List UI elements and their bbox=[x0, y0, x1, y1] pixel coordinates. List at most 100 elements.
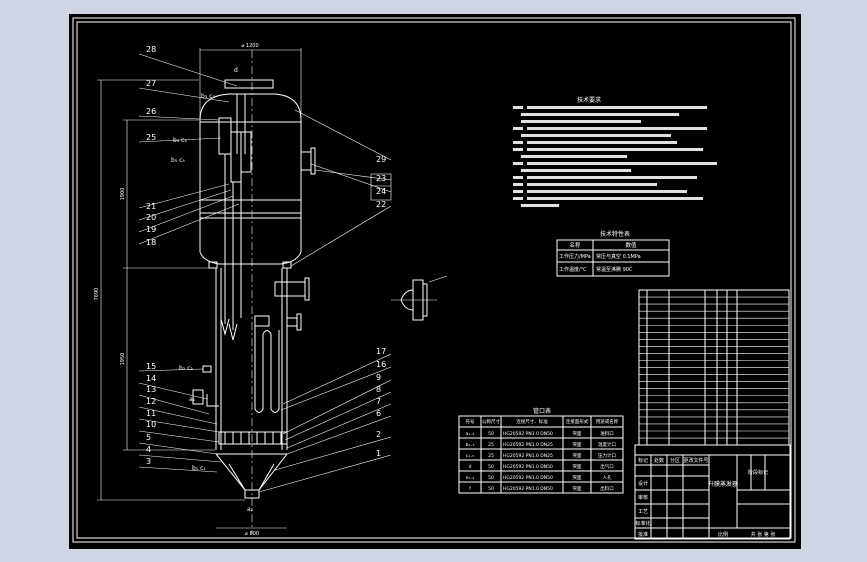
part-number: 29 bbox=[376, 155, 386, 164]
part-number: 22 bbox=[376, 200, 386, 209]
nozzle-table-header: 连接面形式 bbox=[566, 418, 589, 425]
title-block-header: 更改文件号 bbox=[683, 457, 708, 464]
bottom-cone bbox=[214, 453, 289, 491]
part-numbers-left: 28 27 26 25 21 20 19 18 15 14 13 12 11 1… bbox=[146, 45, 156, 466]
part-number: 28 bbox=[146, 45, 156, 54]
title-block-header: 处数 bbox=[654, 457, 664, 464]
nozzle-table-cell: 人孔 bbox=[603, 474, 612, 481]
part-number: 6 bbox=[376, 409, 381, 418]
design-params-table: 技术特性表 名称 数值 工作压力/MPa 常压与真空 0.1MPa 工作温度/°… bbox=[556, 230, 670, 277]
design-params-cell: 工作温度/°C bbox=[559, 266, 587, 273]
nozzle-table-cell: d bbox=[469, 464, 472, 470]
nozzle-labels: d b₃ c₃ b₄ c₄ b₅ c₅ b₂ c₂ a₁ b₁ c₁ a₂ bbox=[171, 67, 254, 513]
nozzle-label: b₃ c₃ bbox=[201, 93, 215, 100]
cad-canvas[interactable]: ⌀ 1200 ⌀ 800 7690 1900 1950 bbox=[69, 14, 801, 549]
title-block-row-label: 工艺 bbox=[638, 509, 648, 515]
engineering-drawing: ⌀ 1200 ⌀ 800 7690 1900 1950 bbox=[72, 17, 796, 543]
drawing-border-outer bbox=[72, 17, 796, 543]
part-number: 13 bbox=[146, 385, 156, 394]
title-block-row-label: 审核 bbox=[638, 494, 648, 501]
nozzle-table-cell: 突面 bbox=[573, 485, 582, 492]
dimension-lines: ⌀ 1200 ⌀ 800 7690 1900 1950 bbox=[94, 43, 302, 537]
part-number: 23 bbox=[376, 174, 386, 183]
nozzle-table-cell: 25 bbox=[488, 453, 494, 459]
part-number-boxes bbox=[370, 173, 392, 201]
nozzle-table-cell: 出料口 bbox=[600, 485, 614, 492]
nozzle-table-cell: 进料口 bbox=[600, 430, 614, 437]
nozzle-table-header: 连接尺寸、标准 bbox=[516, 418, 548, 425]
part-number: 9 bbox=[376, 373, 381, 382]
design-params-title: 技术特性表 bbox=[600, 230, 630, 238]
nozzle-table-cell: a₁₋₂ bbox=[466, 432, 475, 437]
nozzle-table-cell: HG20592 PN1.0 DN50 bbox=[503, 431, 553, 437]
part-number: 17 bbox=[376, 347, 386, 356]
nozzle-label: a₂ bbox=[247, 506, 254, 513]
title-block-row-label: 标准化 bbox=[635, 520, 650, 527]
part-number: 16 bbox=[376, 360, 386, 369]
nozzle-right-upper bbox=[300, 151, 312, 171]
nozzle-table-cell: 压力计口 bbox=[598, 452, 616, 459]
title-block-row-label: 批准 bbox=[638, 531, 648, 538]
nozzle-table-cell: 出气口 bbox=[600, 463, 614, 470]
nozzle-table-cell: 突面 bbox=[573, 430, 582, 437]
top-outlet-flange bbox=[224, 79, 274, 89]
nozzle-table-header: 用途或名称 bbox=[596, 418, 619, 425]
part-number: 10 bbox=[146, 420, 156, 429]
nozzle-table-header: 公称尺寸 bbox=[482, 418, 500, 425]
nozzle-table-cell: 突面 bbox=[573, 452, 582, 459]
nozzle-table-cell: c₁₋₅ bbox=[466, 454, 475, 459]
nozzle-table-cell: 50 bbox=[488, 431, 494, 437]
nozzle-table: 管口表 符号 公称尺寸 连接尺寸、标准 连接面形式 用途或名称 bbox=[458, 407, 624, 494]
part-number: 18 bbox=[146, 238, 156, 247]
nozzle-table-cell: 50 bbox=[488, 464, 494, 470]
nozzle-table-cell: HG20592 PN1.0 DN50 bbox=[503, 475, 553, 481]
title-block-header: 标记 bbox=[638, 457, 648, 464]
dim-overall-height: 7690 bbox=[94, 288, 100, 301]
parts-list-rows bbox=[639, 296, 789, 439]
design-params-cell: 工作压力/MPa bbox=[559, 253, 591, 260]
nozzle-table-cell: f bbox=[469, 486, 471, 492]
part-number: 5 bbox=[146, 433, 151, 442]
detail-view bbox=[391, 275, 448, 321]
separator-bottom-head bbox=[199, 251, 302, 265]
nozzle-label: b₅ c₅ bbox=[171, 157, 185, 164]
part-number: 8 bbox=[376, 385, 381, 394]
part-number: 14 bbox=[146, 374, 156, 383]
design-params-cell: 常压与真空 0.1MPa bbox=[596, 253, 641, 260]
dim-top-text: ⌀ 1200 bbox=[241, 43, 258, 49]
nozzle-table-cell: 50 bbox=[488, 475, 494, 481]
dim-bottom-text: ⌀ 800 bbox=[245, 531, 259, 537]
part-number: 12 bbox=[146, 397, 156, 406]
nozzle-table-header: 符号 bbox=[466, 418, 475, 425]
tech-requirements-title: 技术要求 bbox=[577, 96, 601, 104]
leader-lines-right bbox=[258, 109, 392, 493]
nozzle-table-title: 管口表 bbox=[533, 407, 551, 415]
nozzle-table-cell: HG20592 PN1.0 DN25 bbox=[503, 453, 553, 459]
tech-requirements: 技术要求 bbox=[513, 96, 717, 207]
part-number: 2 bbox=[376, 430, 381, 439]
title-block-header: 分区 bbox=[670, 457, 680, 464]
design-params-header: 数值 bbox=[625, 241, 637, 249]
dim-upper-height: 1900 bbox=[120, 188, 126, 201]
title-block-sheet-label: 共 张 第 张 bbox=[751, 531, 776, 538]
top-head bbox=[199, 93, 302, 121]
nozzle-table-cell: b₁₋₅ bbox=[466, 442, 475, 448]
title-block: 标记 处数 分区 更改文件号 设计 审核 工艺 标准化 批准 升膜蒸发器 阶段标… bbox=[634, 444, 791, 540]
part-number: 11 bbox=[146, 409, 156, 418]
drawing-border-inner bbox=[76, 21, 792, 539]
part-number: 1 bbox=[376, 449, 381, 458]
feed-inlet-nozzle bbox=[192, 389, 204, 405]
leader-lines-left bbox=[138, 53, 240, 473]
nozzle-table-cell: 突面 bbox=[573, 474, 582, 481]
heating-coil bbox=[254, 324, 280, 413]
part-number: 24 bbox=[376, 187, 386, 196]
nozzle-table-cell: 突面 bbox=[573, 441, 582, 448]
nozzle-table-cell: HG20592 PN1.0 DN50 bbox=[503, 486, 553, 492]
title-block-name: 升膜蒸发器 bbox=[708, 480, 738, 488]
part-number: 21 bbox=[146, 202, 156, 211]
part-number: 4 bbox=[146, 445, 151, 454]
nozzle-label: d bbox=[234, 67, 238, 74]
part-number: 19 bbox=[146, 225, 156, 234]
title-block-row-label: 设计 bbox=[638, 480, 648, 487]
